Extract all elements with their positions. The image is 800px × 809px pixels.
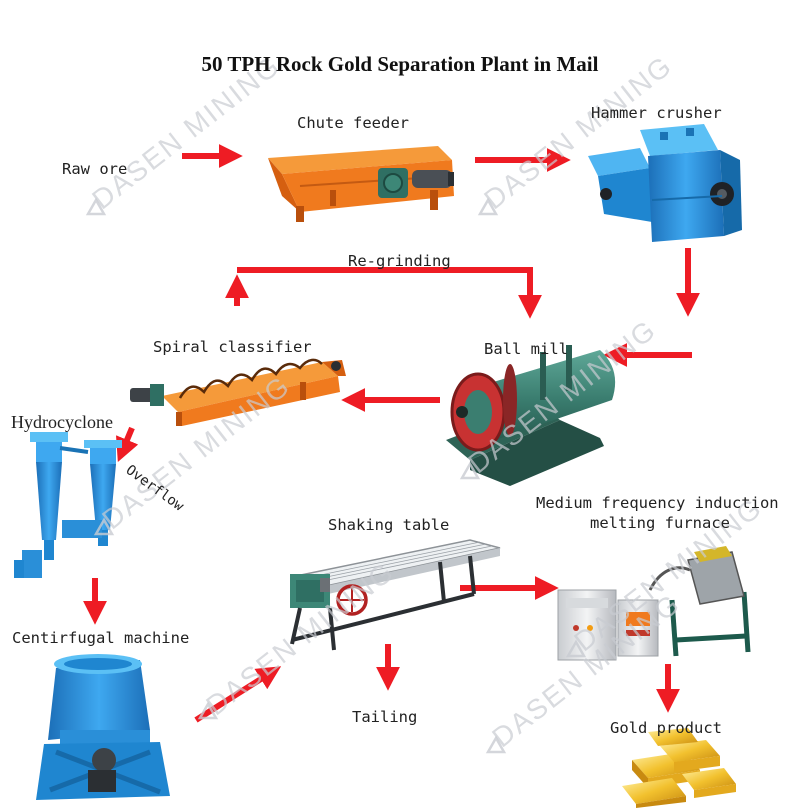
- label-spiral-classifier: Spiral classifier: [153, 338, 312, 356]
- spiral-classifier-machine: [130, 358, 346, 426]
- label-hydrocyclone: Hydrocyclone: [11, 412, 113, 432]
- arrow-regrinding-loop: [237, 267, 542, 319]
- chute-feeder-machine: [268, 146, 454, 222]
- watermark-logos: [85, 197, 587, 754]
- label-tailing: Tailing: [352, 708, 418, 726]
- label-gold-product: Gold product: [610, 719, 722, 737]
- label-raw-ore: Raw ore: [62, 160, 128, 178]
- label-furnace-line2: melting furnace: [590, 514, 730, 532]
- arrow-classifier-to-cyclone: [116, 426, 139, 462]
- ball-mill-machine: [446, 345, 616, 486]
- label-ball-mill: Ball mill: [484, 340, 568, 358]
- induction-furnace-machine: [557, 546, 751, 661]
- label-furnace-line1: Medium frequency induction: [536, 494, 779, 512]
- shaking-table-machine: [290, 539, 501, 651]
- gold-bars: [622, 728, 736, 808]
- label-hammer-crusher: Hammer crusher: [591, 104, 722, 122]
- label-shaking-table: Shaking table: [328, 516, 450, 534]
- label-centrifugal-machine: Centirfugal machine: [12, 629, 190, 647]
- label-chute-feeder: Chute feeder: [297, 114, 409, 132]
- arrow-centrifuge-to-table: [194, 666, 282, 723]
- diagram-title: 50 TPH Rock Gold Separation Plant in Mai…: [201, 52, 599, 76]
- label-re-grinding: Re-grinding: [348, 252, 451, 270]
- centrifugal-machine: [36, 654, 170, 800]
- hammer-crusher-machine: [588, 124, 742, 242]
- hydrocyclone-machine: [14, 432, 122, 578]
